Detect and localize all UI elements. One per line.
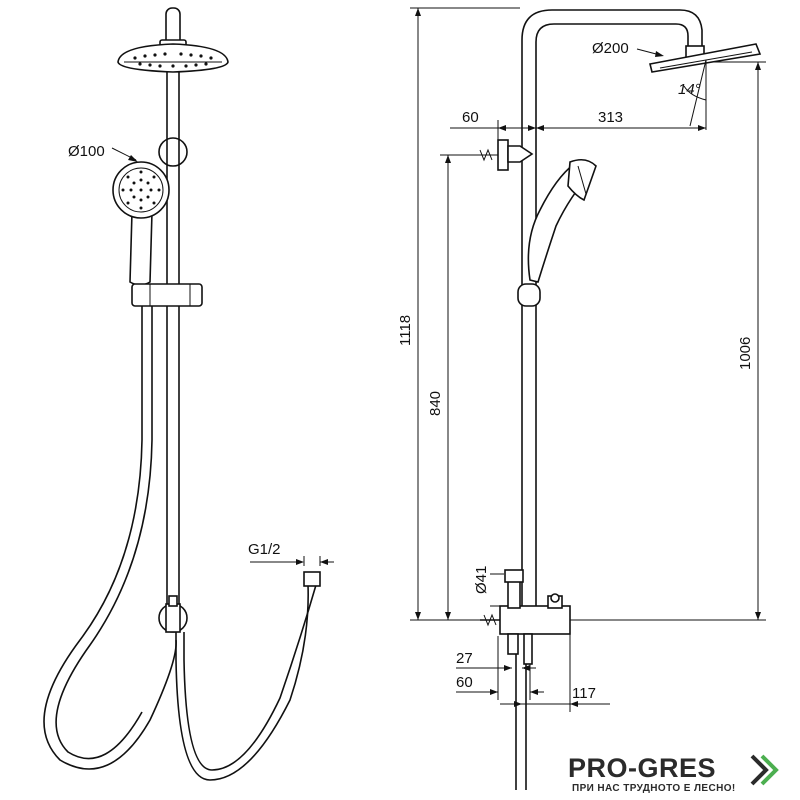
front-hose-lower xyxy=(175,584,309,781)
label-handshower-diameter: Ø100 xyxy=(68,143,105,160)
side-hand-shower xyxy=(527,158,597,283)
label-diverter-diameter: Ø41 xyxy=(473,566,490,594)
front-slider xyxy=(131,283,203,307)
side-slider xyxy=(517,283,541,307)
front-connection-nut xyxy=(303,571,321,587)
side-view: Ø200 14° 60 313 xyxy=(397,7,766,790)
label-dim-27: 27 xyxy=(456,650,473,667)
label-total-height: 1118 xyxy=(397,315,414,346)
pro-gres-logo: PRO-GRES ПРИ НАС ТРУДНОТО Е ЛЕСНО! xyxy=(568,753,779,794)
side-overhead-shower xyxy=(649,43,762,73)
front-hand-shower xyxy=(112,161,170,286)
logo-name: PRO-GRES xyxy=(568,753,716,783)
label-tilt-angle: 14° xyxy=(678,81,701,98)
label-shower-height: 1006 xyxy=(737,337,754,370)
label-dim-60: 60 xyxy=(456,674,473,691)
logo-chevron-icon xyxy=(750,754,779,786)
label-wall-offset: 60 xyxy=(462,109,479,126)
label-connection-thread: G1/2 xyxy=(248,541,281,558)
label-overhead-diameter: Ø200 xyxy=(592,40,629,57)
side-mixer xyxy=(480,569,571,665)
front-wall-bracket xyxy=(158,137,188,167)
front-overhead-shower xyxy=(117,39,229,73)
front-view: G1/2 Ø100 xyxy=(43,7,334,781)
label-arm-reach: 313 xyxy=(598,109,623,126)
side-riser-arm xyxy=(521,9,703,610)
label-dim-117: 117 xyxy=(572,685,596,702)
front-hose xyxy=(43,306,177,770)
side-wall-bracket xyxy=(466,139,534,171)
logo-tagline: ПРИ НАС ТРУДНОТО Е ЛЕСНО! xyxy=(572,783,736,794)
front-diverter xyxy=(158,595,188,633)
label-bracket-height: 840 xyxy=(427,391,444,416)
